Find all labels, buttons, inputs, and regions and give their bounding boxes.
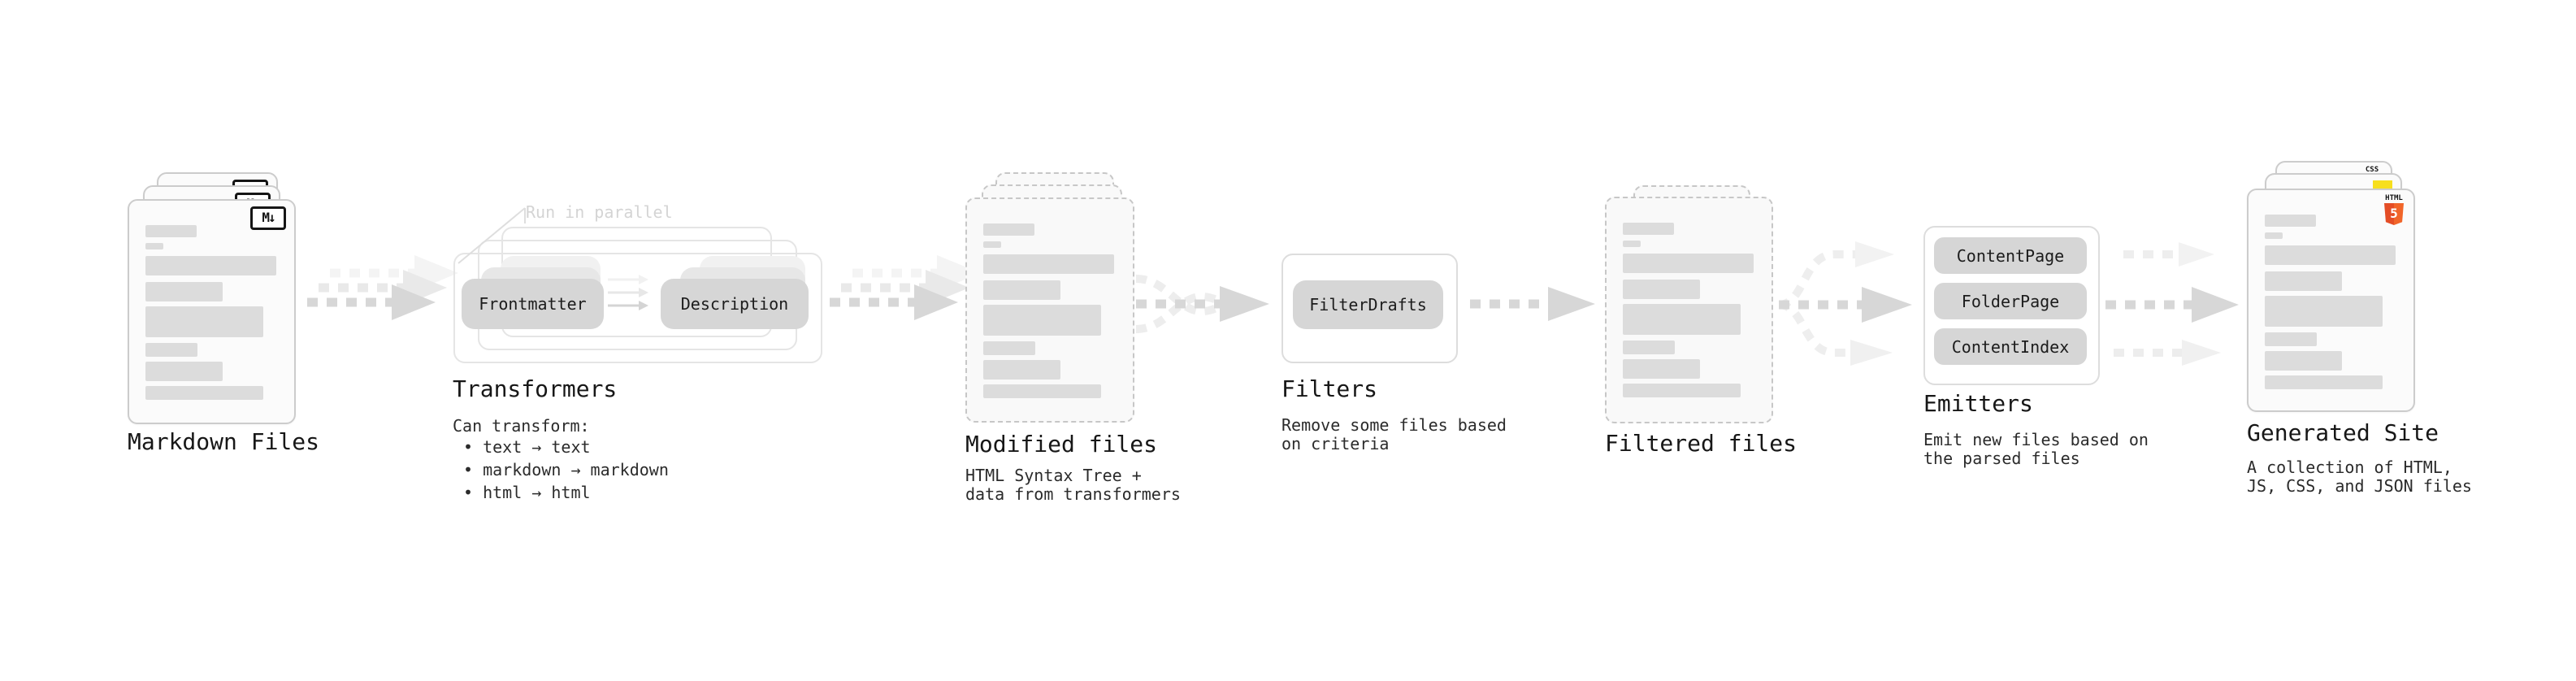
- document-text-lines: [2265, 215, 2396, 389]
- transformers-desc-heading: Can transform:: [453, 416, 590, 436]
- emitters-desc: Emit new files based on the parsed files: [1923, 430, 2149, 468]
- markdown-file-card: M↓: [128, 199, 296, 424]
- transformers-label: Transformers: [453, 375, 618, 402]
- markdown-icon: M↓: [250, 206, 286, 230]
- document-text-lines: [145, 225, 276, 400]
- filterdrafts-pill: FilterDrafts: [1293, 280, 1443, 329]
- filtered-files-label: Filtered files: [1605, 430, 1798, 457]
- modified-files-desc: HTML Syntax Tree + data from transformer…: [965, 466, 1181, 504]
- flow-arrow-converge: [1135, 275, 1269, 333]
- bullet-item: • markdown → markdown: [463, 460, 669, 479]
- folderpage-pill: FolderPage: [1934, 283, 2087, 319]
- html5-icon: HTML 5: [2383, 194, 2405, 225]
- generated-html-card: HTML 5: [2247, 189, 2415, 412]
- markdown-files-label: Markdown Files: [128, 428, 320, 455]
- flow-arrow-stacked: [307, 255, 458, 320]
- filters-label: Filters: [1281, 375, 1378, 402]
- javascript-icon: [2373, 180, 2392, 191]
- contentindex-pill: ContentIndex: [1934, 328, 2087, 365]
- flow-arrow-triple: [2105, 242, 2239, 366]
- bullet-item: • text → text: [463, 437, 591, 457]
- filtered-file-card: [1605, 197, 1773, 423]
- flow-arrow-diverge: [1778, 241, 1912, 366]
- filters-desc: Remove some files based on criteria: [1281, 415, 1507, 453]
- transformer-frame: [453, 253, 822, 363]
- run-in-parallel-note: Run in parallel: [526, 202, 673, 222]
- generated-site-label: Generated Site: [2247, 419, 2439, 446]
- flow-arrow-single: [1470, 287, 1595, 321]
- contentpage-pill: ContentPage: [1934, 237, 2087, 274]
- bullet-item: • html → html: [463, 483, 591, 502]
- document-text-lines: [983, 223, 1114, 398]
- emitters-label: Emitters: [1923, 390, 2033, 417]
- modified-file-card: [965, 197, 1134, 423]
- generated-site-desc: A collection of HTML, JS, CSS, and JSON …: [2247, 458, 2472, 496]
- transform-step-arrows: [608, 275, 648, 310]
- transformers-bullet-list: • text → text • markdown → markdown • ht…: [463, 436, 669, 504]
- modified-files-label: Modified files: [965, 431, 1158, 458]
- frontmatter-pill: Frontmatter: [462, 279, 604, 329]
- callout-line: [458, 207, 526, 264]
- document-text-lines: [1623, 223, 1754, 397]
- flow-arrow-stacked: [830, 255, 981, 320]
- description-pill: Description: [661, 279, 809, 329]
